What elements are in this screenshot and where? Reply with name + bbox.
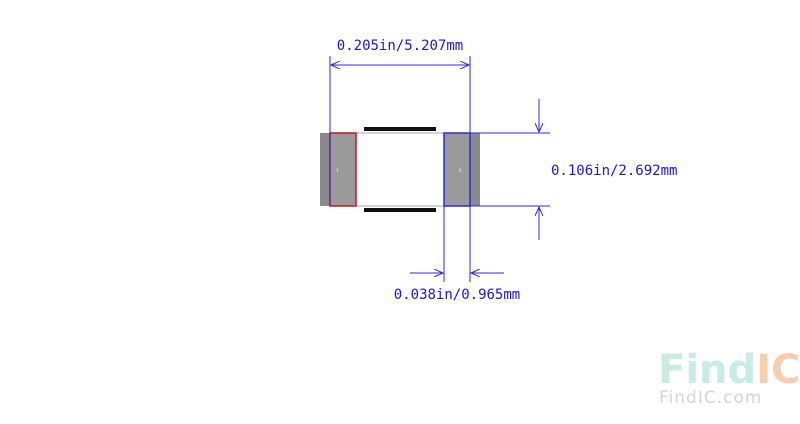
pad-2-label: 2: [459, 168, 462, 173]
component-footprint: 1 2: [320, 127, 480, 212]
pad-1-label: 1: [336, 168, 339, 173]
pad-width-label: 0.038in/0.965mm: [394, 287, 520, 303]
left-body-end: [320, 133, 330, 206]
watermark-logo-find: Find: [658, 347, 756, 393]
silkscreen-bottom: [364, 208, 436, 212]
watermark-logo: FindIC: [658, 347, 800, 393]
watermark-logo-ic: IC: [756, 347, 800, 393]
right-body-end: [470, 133, 480, 206]
pad-2: [443, 132, 471, 207]
dimension-overall-length: [329, 56, 471, 206]
silkscreen-top: [364, 127, 436, 131]
pad-1: [329, 132, 357, 207]
dimension-height: [470, 99, 550, 240]
overall-length-label: 0.205in/5.207mm: [337, 38, 463, 54]
findic-watermark: FindIC FindIC.com: [658, 347, 800, 408]
watermark-site: FindIC.com: [659, 388, 762, 408]
height-label: 0.106in/2.692mm: [551, 163, 677, 179]
dimension-pad-width: [410, 170, 504, 282]
